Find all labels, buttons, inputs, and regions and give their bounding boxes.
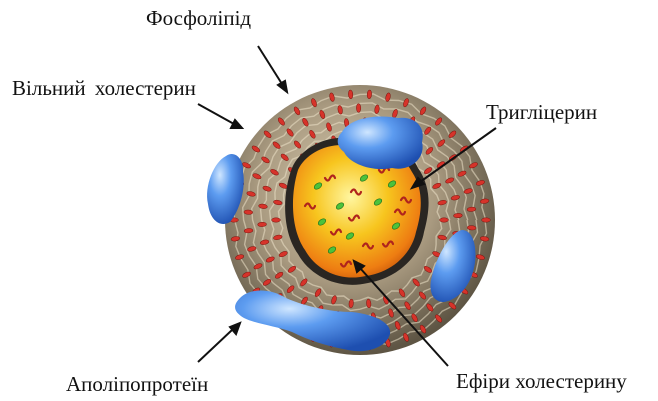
phospholipid-head <box>467 225 476 230</box>
phospholipid-arrow <box>258 46 287 92</box>
phospholipid-head <box>258 222 267 227</box>
phospholipid-label: Фосфоліпід <box>146 8 251 29</box>
phospholipid-head <box>440 218 449 222</box>
phospholipid-head <box>356 104 361 113</box>
phospholipid-head <box>453 213 462 218</box>
phospholipid-head <box>244 210 253 215</box>
cholesterol-esters-label: Ефіри холестерину <box>456 371 627 392</box>
free-cholesterol-label: Вільний холестерин <box>12 78 196 99</box>
apolipoprotein-arrow <box>198 323 240 362</box>
free-cholesterol-arrow <box>198 104 242 128</box>
apolipoprotein-label: Аполіпопротеїн <box>66 374 208 395</box>
phospholipid-head <box>348 90 353 99</box>
triglyceride-label: Тригліцерин <box>486 102 597 123</box>
phospholipid-head <box>367 90 372 99</box>
phospholipid-head <box>272 218 281 222</box>
phospholipid-head <box>482 218 491 222</box>
